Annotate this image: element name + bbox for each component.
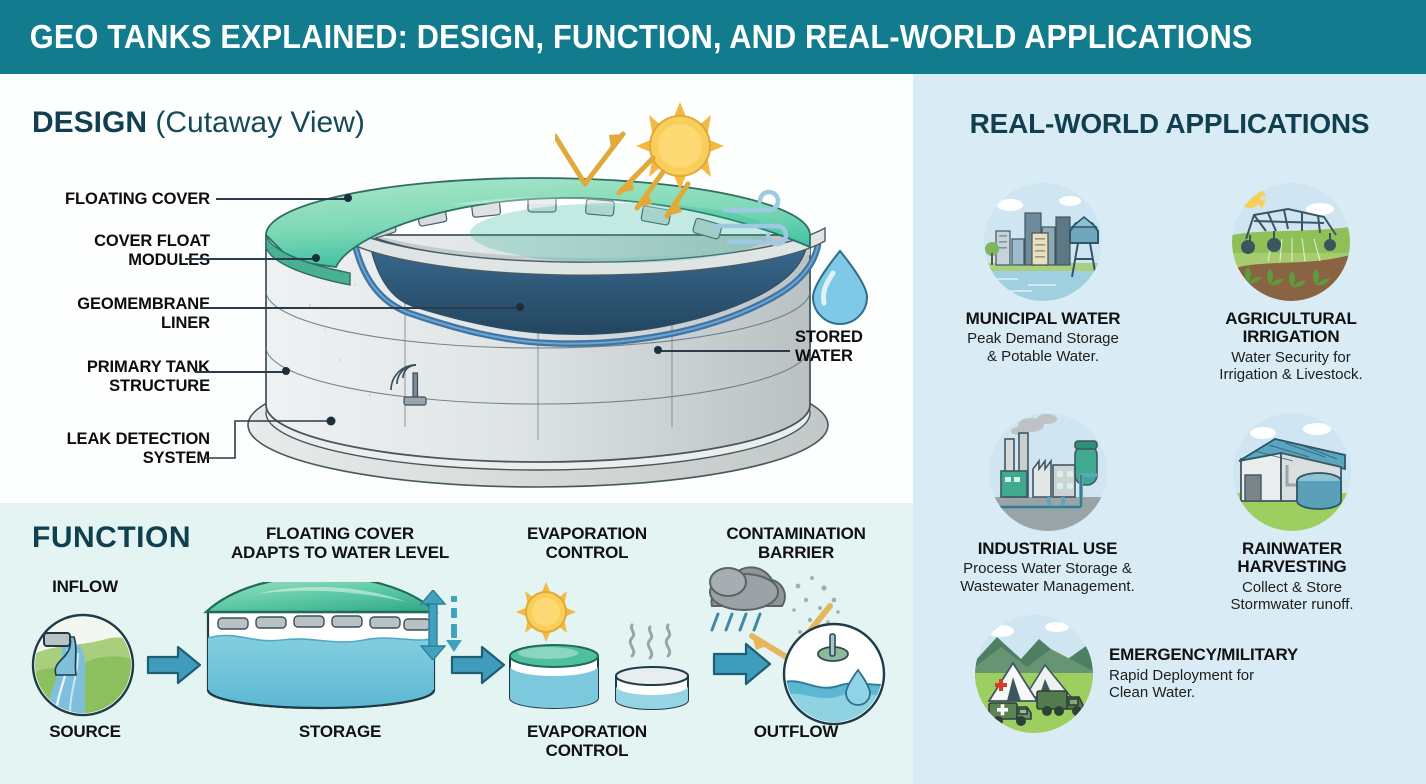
app-desc-agricultural-irrigation: Water Security for Irrigation & Livestoc… — [1219, 348, 1363, 384]
callout-geomembrane-liner-text: GEOMEMBRANE LINER — [77, 295, 210, 333]
leader-dot-floating-cover — [344, 194, 352, 202]
leader-dot-cover-float-modules — [312, 254, 320, 262]
function-label-outflow: OUTFLOW — [753, 722, 839, 741]
arrow-right-icon-2 — [450, 645, 506, 685]
leader-dot-geomembrane-liner — [516, 303, 524, 311]
function-label-inflow: INFLOW — [52, 577, 118, 596]
leader-line-geomembrane-liner — [200, 307, 520, 309]
function-label-evaporation-control-top: EVAPORATION CONTROL — [527, 524, 647, 562]
app-name-municipal-water: MUNICIPAL WATER — [965, 309, 1121, 328]
leader-line-floating-cover — [216, 198, 346, 200]
callout-primary-tank-structure: PRIMARY TANK STRUCTURE — [10, 358, 210, 396]
function-label-contamination-barrier: CONTAMINATION BARRIER — [726, 524, 866, 562]
clean-water-outflow-icon — [782, 622, 886, 726]
sun-ray-arrow-icon — [616, 155, 691, 219]
app-desc-industrial-use: Process Water Storage & Wastewater Manag… — [960, 560, 1135, 595]
wind-icon — [714, 189, 789, 247]
sun-and-wind-group — [555, 102, 789, 247]
app-card-industrial-use[interactable]: INDUSTRIAL USE Process Water Storage & W… — [935, 413, 1160, 595]
center-pivot-irrigation-icon — [1232, 183, 1350, 301]
app-card-rainwater-harvesting[interactable]: RAINWATER HARVESTING Collect & Store Sto… — [1203, 413, 1381, 614]
up-down-arrow-icon — [419, 590, 462, 660]
leader-dot-primary-tank-structure — [282, 367, 290, 375]
app-desc-rainwater-harvesting: Collect & Store Stormwater runoff. — [1230, 578, 1354, 614]
app-name-industrial-use: INDUSTRIAL USE — [977, 539, 1118, 558]
barn-cistern-icon — [1233, 413, 1351, 531]
function-label-source: SOURCE — [49, 722, 121, 741]
app-card-agricultural-irrigation[interactable]: AGRICULTURAL IRRIGATION Water Security f… — [1196, 183, 1386, 384]
app-name-agricultural-irrigation: AGRICULTURAL IRRIGATION — [1225, 309, 1357, 347]
leader-line-stored-water — [660, 350, 790, 352]
callout-primary-tank-structure-text: PRIMARY TANK STRUCTURE — [86, 358, 210, 396]
leader-line-cover-float-modules — [185, 258, 315, 260]
arrow-right-icon-1 — [146, 645, 202, 685]
function-label-evaporation-control-bottom: EVAPORATION CONTROL — [527, 722, 647, 760]
function-label-floating-cover: FLOATING COVER ADAPTS TO WATER LEVEL — [230, 524, 450, 562]
sun-icon — [636, 102, 724, 190]
function-label-storage: STORAGE — [298, 722, 382, 741]
design-title-bold: DESIGN — [32, 106, 148, 139]
callout-leak-detection-system-text: LEAK DETECTION SYSTEM — [66, 430, 211, 468]
sun-and-tanks-icon — [509, 582, 689, 710]
page-header: GEO TANKS EXPLAINED: DESIGN, FUNCTION, A… — [0, 0, 1426, 74]
callout-floating-cover: FLOATING COVER — [65, 190, 210, 208]
page-title: GEO TANKS EXPLAINED: DESIGN, FUNCTION, A… — [29, 18, 1253, 55]
app-desc-municipal-water: Peak Demand Storage & Potable Water. — [967, 330, 1119, 365]
app-name-rainwater-harvesting: RAINWATER HARVESTING — [1237, 539, 1347, 577]
callout-stored-water-text: STORED WATER — [795, 328, 863, 366]
reflection-arrow-icon — [555, 131, 626, 187]
callout-geomembrane-liner: GEOMEMBRANE LINER — [10, 295, 210, 333]
field-camp-trucks-icon — [975, 615, 1093, 733]
leader-dot-stored-water — [654, 346, 662, 354]
callout-cover-float-modules-text: COVER FLOAT MODULES — [94, 232, 210, 270]
covered-tank-icon — [203, 582, 439, 710]
applications-section-title: REAL-WORLD APPLICATIONS — [969, 108, 1370, 139]
arrow-right-icon-3 — [712, 642, 772, 686]
app-card-emergency-military[interactable]: EMERGENCY/MILITARY Rapid Deployment for … — [975, 615, 1395, 733]
function-section-title: FUNCTION — [32, 521, 191, 554]
sun-icon-small — [516, 582, 576, 642]
leader-line-leak-detection-system — [205, 416, 336, 459]
factory-icon — [988, 413, 1107, 531]
tank-cutaway-illustration — [247, 177, 829, 488]
design-section-title: DESIGN (Cutaway View) — [32, 106, 365, 140]
leader-line-primary-tank-structure — [195, 371, 285, 373]
water-source-icon — [31, 613, 135, 717]
callout-stored-water: STORED WATER — [795, 328, 905, 366]
design-title-light: (Cutaway View) — [147, 106, 365, 139]
rain-cloud-icon — [709, 566, 786, 632]
city-skyline-water-tower-icon — [984, 183, 1102, 301]
app-card-municipal-water[interactable]: MUNICIPAL WATER Peak Demand Storage & Po… — [953, 183, 1133, 365]
app-desc-emergency-military: Rapid Deployment for Clean Water. — [1109, 666, 1255, 702]
water-droplet-icon — [811, 249, 869, 325]
app-name-emergency-military: EMERGENCY/MILITARY — [1109, 645, 1299, 665]
vapor-icon — [628, 623, 672, 660]
contamination-barrier-group — [709, 566, 840, 686]
valve-icon — [817, 633, 849, 662]
callout-leak-detection-system: LEAK DETECTION SYSTEM — [10, 430, 211, 468]
callout-cover-float-modules: COVER FLOAT MODULES — [10, 232, 210, 270]
